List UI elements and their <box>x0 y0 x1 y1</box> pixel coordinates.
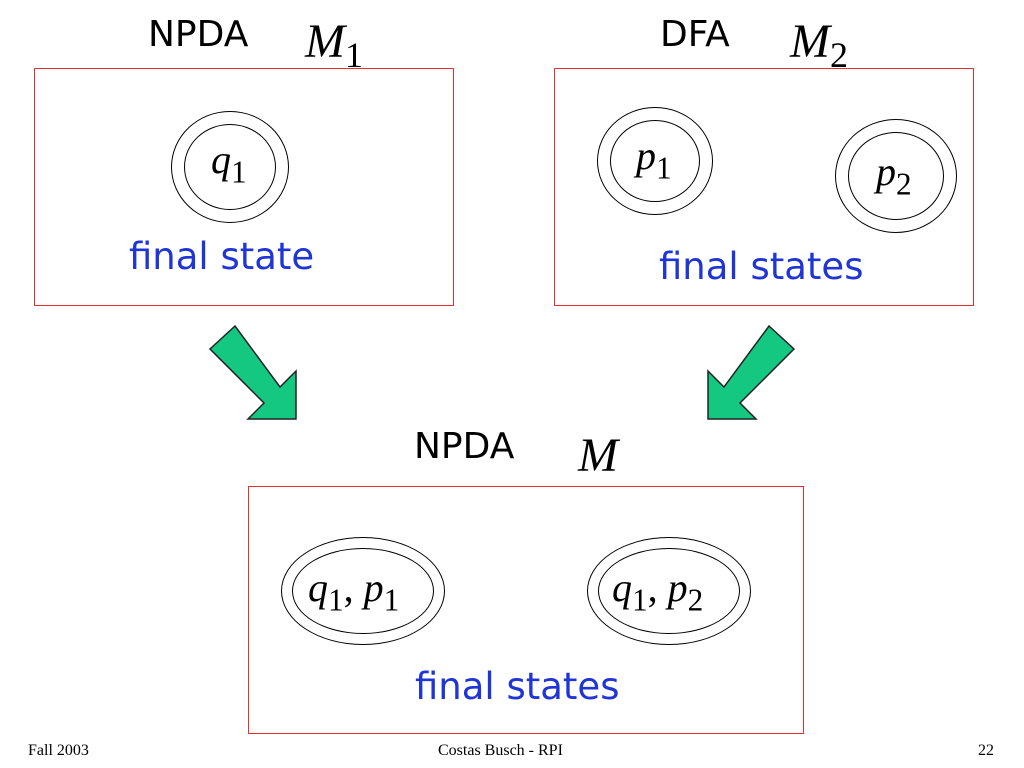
m2-box: p1 p2 final states <box>554 68 974 306</box>
m2-caption: final states <box>659 245 864 288</box>
state-label: q1 <box>211 137 247 190</box>
arrow-shape <box>208 324 297 420</box>
accept-ring-icon <box>598 548 740 634</box>
down-left-arrow-icon <box>707 324 796 420</box>
m2-type-label: DFA <box>660 14 730 55</box>
footer-page-number: 22 <box>978 742 994 759</box>
arrow-shape <box>707 324 796 420</box>
state-label: p2 <box>876 149 912 202</box>
m1-type-label: NPDA <box>148 14 249 55</box>
m2-symbol: M2 <box>790 15 848 76</box>
state-label: p1 <box>636 133 672 186</box>
m2-final-state-p1: p1 <box>597 107 713 215</box>
state-label: q1, p2 <box>612 565 704 618</box>
accept-ring-icon <box>848 132 944 220</box>
m1-box: q1 final state <box>34 68 454 306</box>
footer-author: Costas Busch - RPI <box>438 742 563 759</box>
accept-ring-icon <box>610 120 700 202</box>
m1-final-state-q1: q1 <box>171 111 289 223</box>
m1-symbol: M1 <box>305 15 363 76</box>
m-caption: final states <box>415 665 620 708</box>
m-final-state-q1p1: q1, p1 <box>281 537 445 645</box>
m1-caption: final state <box>129 235 315 278</box>
m-symbol: M <box>578 429 618 482</box>
footer-date: Fall 2003 <box>28 742 89 759</box>
m2-final-state-p2: p2 <box>835 119 957 233</box>
down-right-arrow-icon <box>208 324 297 420</box>
state-label: q1, p1 <box>308 565 400 618</box>
m-final-state-q1p2: q1, p2 <box>587 537 751 645</box>
accept-ring-icon <box>292 548 434 634</box>
m-type-label: NPDA <box>414 426 515 467</box>
m-box: q1, p1 q1, p2 final states <box>248 486 804 734</box>
accept-ring-icon <box>184 124 276 210</box>
